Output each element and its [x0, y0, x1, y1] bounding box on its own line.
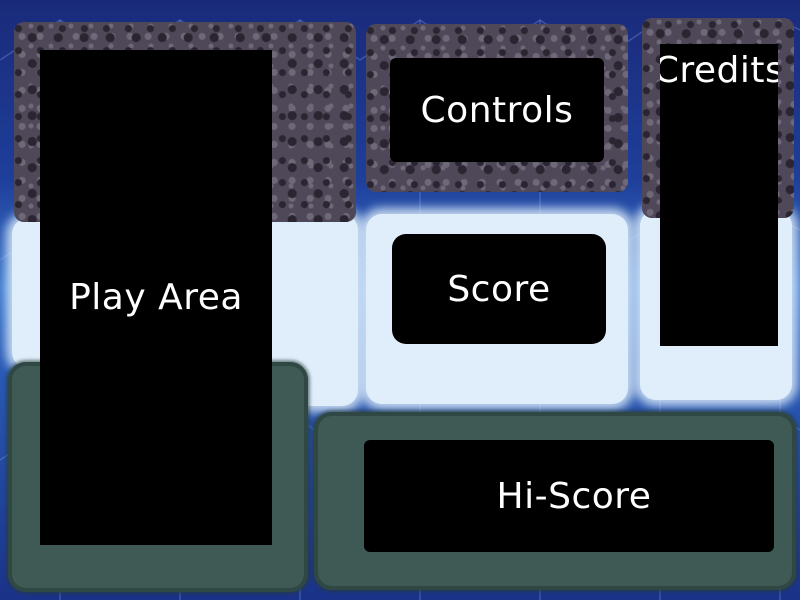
score-label: Score: [447, 268, 551, 310]
credits-panel[interactable]: Credits: [660, 44, 778, 346]
score-panel[interactable]: Score: [392, 234, 606, 344]
play-area-label: Play Area: [69, 277, 243, 318]
hi-score-panel[interactable]: Hi-Score: [364, 440, 774, 552]
credits-label: Credits: [660, 50, 778, 91]
play-area-panel[interactable]: Play Area: [40, 50, 272, 545]
controls-label: Controls: [420, 89, 574, 131]
controls-panel[interactable]: Controls: [390, 58, 604, 162]
hi-score-label: Hi-Score: [496, 475, 652, 517]
